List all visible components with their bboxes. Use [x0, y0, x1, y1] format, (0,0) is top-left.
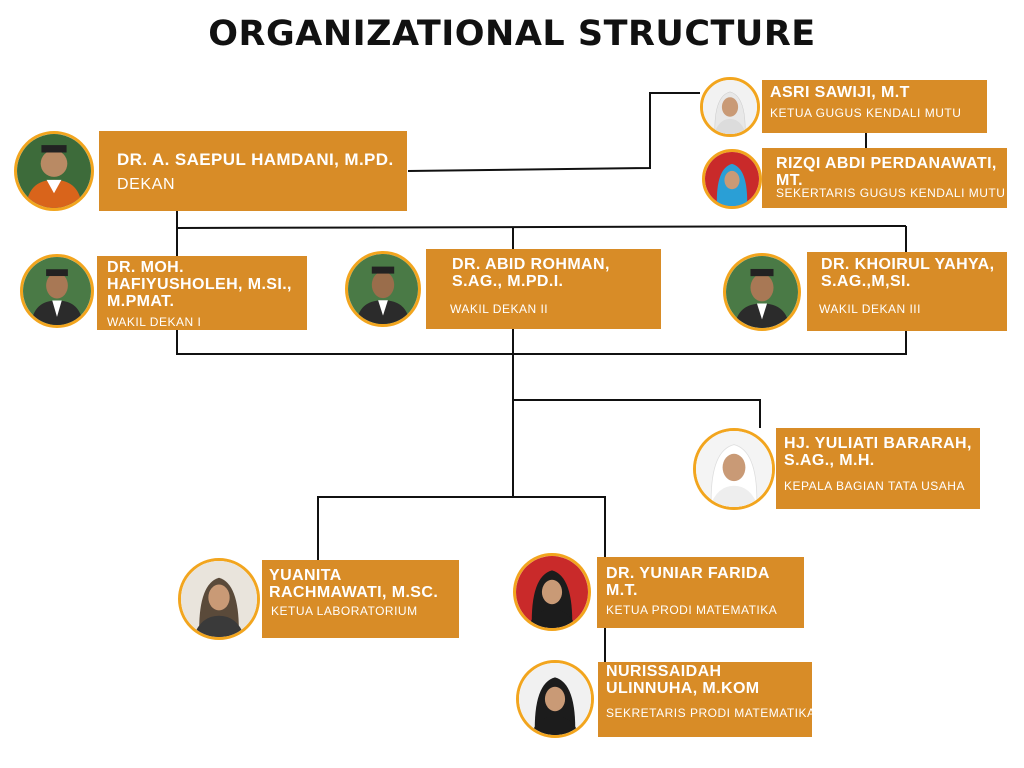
name-wd1: DR. MOH. HAFIYUSHOLEH, M.SI., M.PMAT. — [107, 259, 292, 310]
role-wd3: WAKIL DEKAN III — [819, 302, 921, 316]
role-dekan: DEKAN — [117, 176, 176, 193]
name-rizqi: RIZQI ABDI PERDANAWATI, MT. — [776, 155, 997, 189]
connector-lower-bar — [176, 330, 907, 355]
name-wd3: DR. KHOIRUL YAHYA, S.AG.,M,SI. — [821, 256, 995, 290]
role-yuanita: KETUA LABORATORIUM — [271, 604, 418, 618]
person-avatar-icon — [20, 254, 94, 328]
person-avatar-icon — [723, 253, 801, 331]
role-wd1: WAKIL DEKAN I — [107, 315, 202, 329]
name-nuris: NURISSAIDAH ULINNUHA, M.KOM — [606, 663, 760, 697]
person-avatar-icon — [702, 149, 762, 209]
role-nuris: SEKRETARIS PRODI MATEMATIKA — [606, 706, 816, 720]
connector-bottom-bar — [317, 496, 606, 560]
person-avatar-icon — [693, 428, 775, 510]
person-avatar-icon — [513, 553, 591, 631]
name-yuniar: DR. YUNIAR FARIDA M.T. — [606, 565, 770, 599]
person-avatar-icon — [700, 77, 760, 137]
role-wd2: WAKIL DEKAN II — [450, 302, 549, 316]
box-dekan: DR. A. SAEPUL HAMDANI, M.PD. DEKAN — [99, 131, 407, 211]
box-wd3: DR. KHOIRUL YAHYA, S.AG.,M,SI. WAKIL DEK… — [807, 252, 1007, 331]
box-rizqi: RIZQI ABDI PERDANAWATI, MT. SEKERTARIS G… — [762, 148, 1007, 208]
connector-dekan-quality — [407, 92, 700, 172]
name-wd2: DR. ABID ROHMAN, S.AG., M.PD.I. — [452, 256, 610, 290]
box-wd2: DR. ABID ROHMAN, S.AG., M.PD.I. WAKIL DE… — [426, 249, 661, 329]
box-wd1: DR. MOH. HAFIYUSHOLEH, M.SI., M.PMAT. WA… — [97, 256, 307, 330]
connector-wakil-bar — [176, 225, 907, 229]
connector-tata-usaha — [513, 399, 761, 428]
box-nuris: NURISSAIDAH ULINNUHA, M.KOM SEKRETARIS P… — [598, 662, 815, 737]
name-dekan: DR. A. SAEPUL HAMDANI, M.PD. — [117, 150, 394, 169]
box-yuliati: HJ. YULIATI BARARAH, S.AG., M.H. KEPALA … — [776, 428, 980, 509]
role-yuliati: KEPALA BAGIAN TATA USAHA — [784, 479, 965, 493]
person-avatar-icon — [178, 558, 260, 640]
person-avatar-icon — [516, 660, 594, 738]
person-avatar-icon — [345, 251, 421, 327]
name-yuliati: HJ. YULIATI BARARAH, S.AG., M.H. — [784, 435, 972, 469]
person-avatar-icon — [14, 131, 94, 211]
role-yuniar: KETUA PRODI MATEMATIKA — [606, 603, 778, 617]
role-rizqi: SEKERTARIS GUGUS KENDALI MUTU — [776, 186, 1006, 200]
box-yuanita: YUANITA RACHMAWATI, M.SC. KETUA LABORATO… — [262, 560, 459, 638]
name-yuanita: YUANITA RACHMAWATI, M.SC. — [269, 567, 439, 601]
role-asri: KETUA GUGUS KENDALI MUTU — [770, 106, 962, 120]
name-asri: ASRI SAWIJI, M.T — [770, 84, 910, 101]
box-yuniar: DR. YUNIAR FARIDA M.T. KETUA PRODI MATEM… — [597, 557, 804, 628]
page-title: ORGANIZATIONAL STRUCTURE — [208, 14, 816, 54]
box-asri: ASRI SAWIJI, M.T KETUA GUGUS KENDALI MUT… — [762, 80, 987, 133]
